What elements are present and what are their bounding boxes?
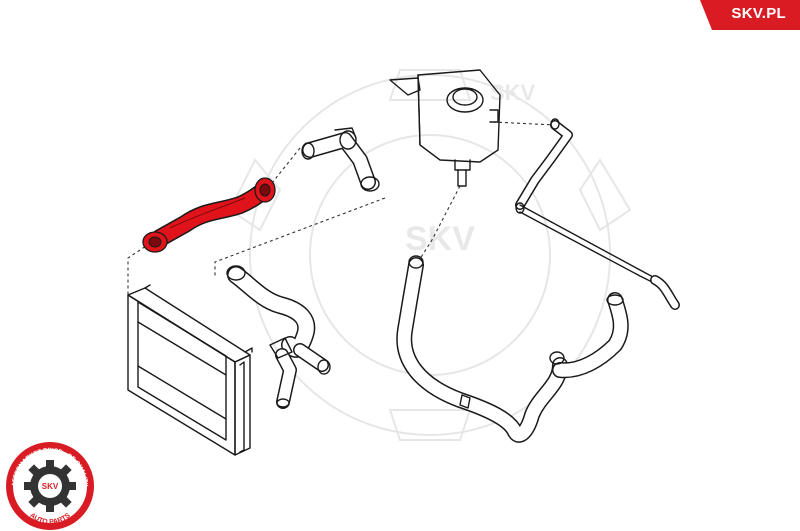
heater-hose-assembly xyxy=(396,255,629,443)
overflow-hose xyxy=(515,118,680,310)
skv-auto-parts-badge: AFTERMARKET PRICE · OE QUALITY SKV AUTO … xyxy=(6,442,94,530)
watermark-text: SKV xyxy=(405,220,475,258)
brand-tab xyxy=(700,0,800,30)
watermark-gear: SKV SKV xyxy=(228,69,632,441)
badge-center-text: SKV xyxy=(42,482,59,491)
site-label[interactable]: SKV.PL xyxy=(731,5,786,22)
expansion-tank xyxy=(389,69,501,187)
thermostat-housing xyxy=(301,127,380,192)
highlighted-upper-hose xyxy=(142,177,276,253)
watermark-text-small: SKV xyxy=(490,80,536,105)
radiator xyxy=(127,284,253,456)
leader-lines xyxy=(127,121,556,295)
lower-hose xyxy=(226,265,331,409)
